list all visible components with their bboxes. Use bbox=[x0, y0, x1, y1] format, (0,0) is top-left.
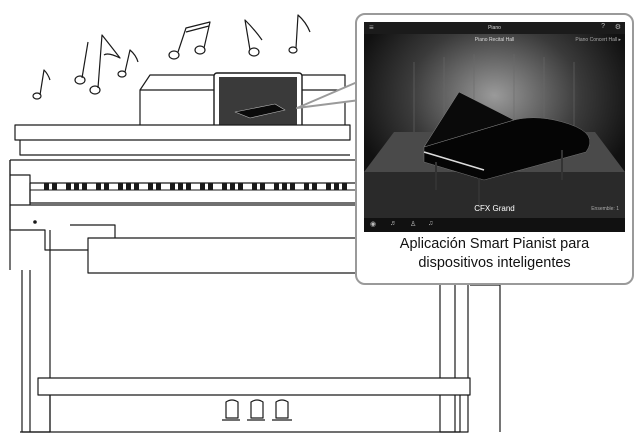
metronome-icon[interactable]: ♬ bbox=[390, 220, 397, 227]
venue-name[interactable]: Piano Recital Hall bbox=[474, 37, 515, 43]
tablet bbox=[213, 72, 303, 136]
voice-name[interactable]: CFX Grand bbox=[474, 204, 515, 213]
grand-piano-image bbox=[423, 91, 591, 207]
app-screenshot: ≡ Piano ? ⚙ Piano Recital Hall Piano Con… bbox=[364, 22, 625, 232]
venue-next[interactable]: Piano Concert Hall ▸ bbox=[575, 37, 621, 43]
caption-line-1: Aplicación Smart Pianist para bbox=[399, 236, 590, 252]
black-keys bbox=[44, 183, 347, 190]
record-icon[interactable]: ◉ bbox=[370, 221, 377, 228]
venue-selector: Piano Recital Hall Piano Concert Hall ▸ bbox=[364, 36, 625, 46]
voice-icon[interactable]: ♙ bbox=[410, 221, 417, 228]
app-bottom-bar: ◉ ♬ ♙ ♫ bbox=[364, 218, 625, 232]
concert-hall-scene bbox=[364, 22, 625, 232]
music-notes bbox=[32, 14, 311, 100]
hamburger-icon[interactable]: ≡ bbox=[369, 23, 374, 32]
sliders-icon[interactable]: ⚙ bbox=[614, 24, 621, 31]
caption-line-2: dispositivos inteligentes bbox=[418, 255, 571, 271]
piano-body bbox=[9, 124, 501, 433]
question-icon[interactable]: ? bbox=[601, 23, 605, 30]
app-top-bar: ≡ Piano ? ⚙ bbox=[364, 22, 625, 34]
app-callout: ≡ Piano ? ⚙ Piano Recital Hall Piano Con… bbox=[355, 13, 634, 285]
callout-caption: Aplicación Smart Pianist para dispositiv… bbox=[357, 235, 632, 273]
app-title: Piano bbox=[488, 25, 501, 31]
score-icon[interactable]: ♫ bbox=[428, 220, 434, 227]
ensemble-label[interactable]: Ensemble: 1 bbox=[591, 206, 619, 212]
pedals bbox=[222, 399, 292, 421]
